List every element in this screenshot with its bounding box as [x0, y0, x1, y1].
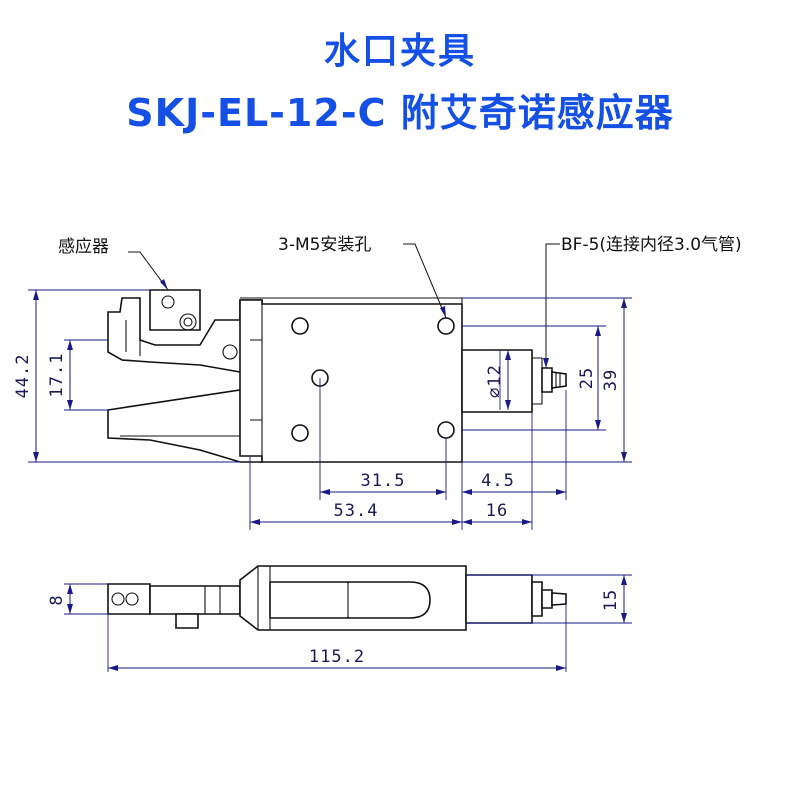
sensor-label: 感应器: [58, 237, 109, 257]
holes-label: 3-M5安装孔: [278, 235, 371, 255]
side-slot: [269, 581, 431, 619]
side-jaw-body: [149, 585, 241, 615]
title-line-1: 水口夹具: [323, 31, 476, 72]
lower-jaw: [107, 389, 263, 463]
side-bracket: [175, 613, 199, 629]
dim-39: 39: [601, 369, 621, 391]
mount-hole-2: [437, 317, 455, 335]
sensor-leader: [128, 251, 169, 291]
dim-diameter-12: ⌀12: [485, 364, 505, 398]
side-view: [64, 565, 632, 672]
dim-4-5: 4.5: [481, 471, 515, 491]
body-inner-edge: [250, 304, 263, 456]
dim-31-5: 31.5: [361, 471, 406, 491]
main-body: [239, 299, 463, 463]
side-cylinder: [465, 574, 533, 624]
sensor-screw: [161, 295, 175, 309]
sensor-bolt-inner: [183, 317, 193, 327]
cylinder-cap: [532, 357, 543, 405]
dim-8: 8: [47, 594, 67, 605]
fitting-ribs: [555, 373, 561, 387]
dim-16: 16: [486, 501, 508, 521]
fitting-barb: [551, 371, 567, 389]
top-view: [28, 243, 632, 530]
dim-17-1: 17.1: [47, 353, 67, 398]
jaw-pivot: [222, 344, 238, 360]
dim-115-2: 115.2: [309, 647, 365, 667]
sensor-bolt: [179, 313, 197, 331]
sensor-bracket: [149, 289, 201, 331]
fitting-leader: [545, 243, 560, 368]
upper-jaw-detail: [125, 320, 141, 356]
title-line-2: SKJ-EL-12-C 附艾奇诺感应器: [126, 91, 674, 135]
mount-hole-1: [291, 317, 309, 335]
dim-53-4: 53.4: [334, 501, 379, 521]
mount-hole-4: [291, 424, 309, 442]
fitting-label: BF-5(连接内径3.0气管): [561, 235, 742, 255]
dim-15: 15: [601, 589, 621, 611]
dim-44-2: 44.2: [13, 354, 33, 399]
mount-hole-5: [437, 421, 455, 439]
side-jaw-tip: [107, 583, 151, 615]
holes-leader: [403, 243, 447, 319]
dim-25: 25: [577, 367, 597, 389]
fitting: [541, 367, 553, 393]
body-top-edge: [240, 297, 463, 304]
